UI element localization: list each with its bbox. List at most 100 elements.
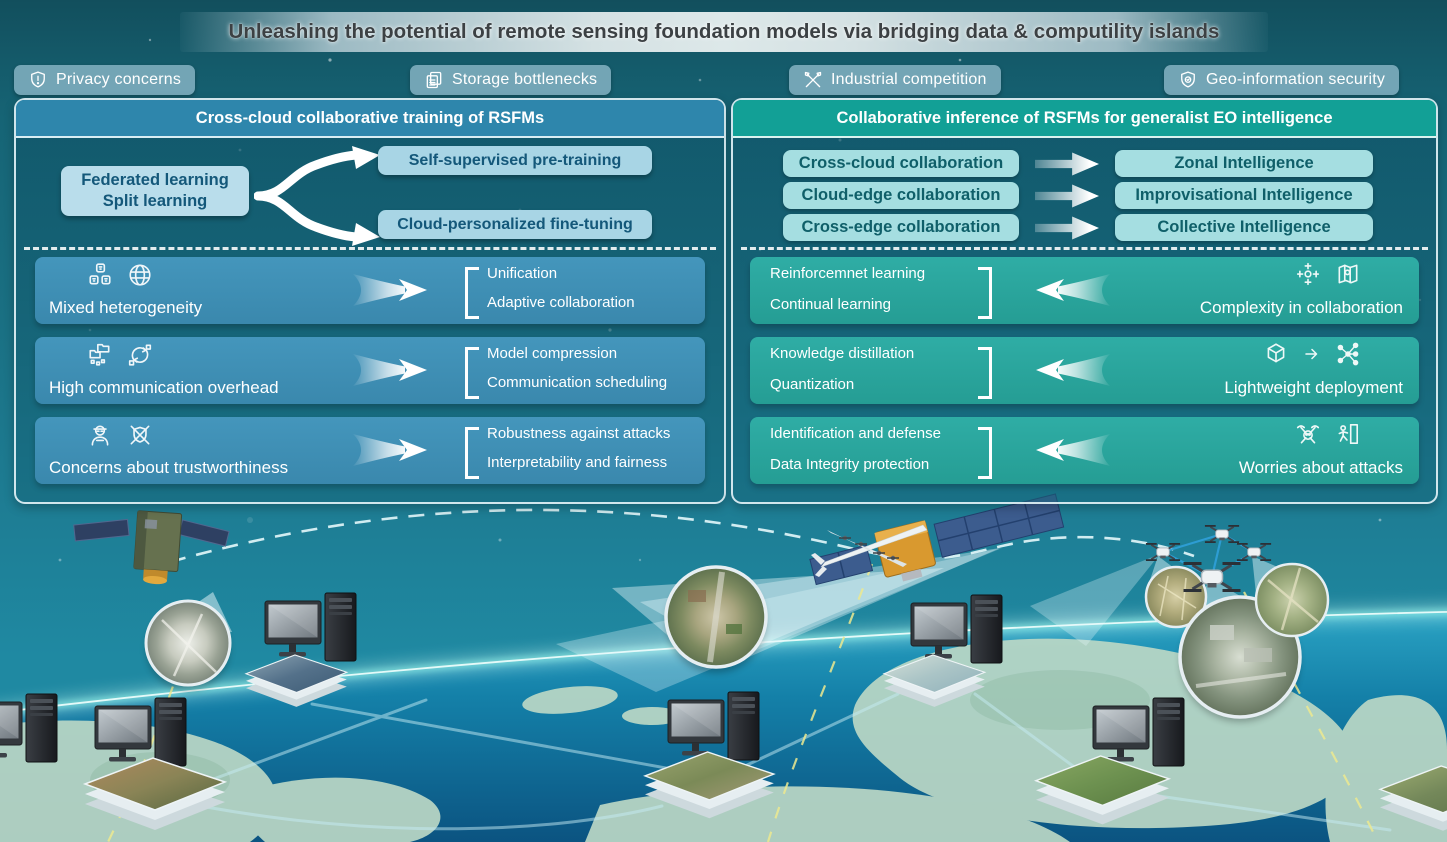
map-pin-icon [1338, 264, 1358, 284]
swoosh-arrow-right-icon [353, 354, 427, 386]
methods-line1: Federated learning [81, 170, 229, 189]
training-panel-title: Cross-cloud collaborative training of RS… [195, 108, 545, 127]
swoosh-arrow-right-icon [353, 274, 427, 306]
solution-item: Robustness against attacks [487, 425, 671, 442]
arrow-right-icon [1305, 348, 1318, 360]
shield-alert-icon [31, 71, 45, 88]
globe-icon [129, 264, 151, 286]
shield-swords-icon [130, 425, 150, 445]
swoosh-arrow-left-icon [1036, 274, 1110, 306]
sync-arrows-icon [128, 344, 152, 366]
bracket [978, 267, 992, 319]
document-copy-icon [426, 71, 442, 89]
solution-item: Identification and defense [770, 425, 941, 442]
challenge-pill-competition: Industrial competition [789, 65, 1001, 95]
image-stacks [82, 654, 1447, 831]
cube-icon [1267, 343, 1285, 363]
intelligence-pill: Zonal Intelligence [1115, 150, 1373, 177]
satellite-left-icon [73, 510, 230, 585]
challenge-pill-geo-security: Geo-information security [1164, 65, 1400, 95]
challenge-row-deployment: Knowledge distillation Quantization [750, 337, 1419, 404]
solution-item: Data Integrity protection [770, 456, 930, 473]
inference-panel-title: Collaborative inference of RSFMs for gen… [836, 108, 1333, 127]
dashed-separator [741, 247, 1428, 250]
swoosh-arrow-left-icon [1036, 434, 1110, 466]
methods-box: Federated learning Split learning [61, 166, 249, 216]
solution-item: Model compression [487, 345, 618, 362]
inference-panel-header: Collaborative inference of RSFMs for gen… [733, 100, 1436, 138]
solution-item: Continual learning [770, 296, 891, 313]
bracket [978, 427, 992, 479]
satellite-orange-icon [809, 493, 1065, 586]
row-label: Worries about attacks [1238, 458, 1403, 477]
title-bar: Unleashing the potential of remote sensi… [180, 12, 1268, 52]
block-arrow-icon [1035, 216, 1099, 240]
finetuning-label: Cloud-personalized fine-tuning [397, 215, 633, 233]
collab-mode-pill: Cross-cloud collaboration [783, 150, 1019, 177]
collab-mode-pill: Cross-edge collaboration [783, 214, 1019, 241]
challenge-label: Storage bottlenecks [452, 71, 598, 88]
methods-line2: Split learning [102, 192, 208, 210]
dashed-separator [24, 247, 716, 250]
intruder-door-icon [1338, 423, 1359, 445]
row-label: High communication overhead [49, 378, 279, 397]
block-arrow-icon [1035, 184, 1099, 208]
attack-drone-icon [1296, 425, 1320, 444]
bracket [465, 347, 479, 399]
challenge-row-attacks: Identification and defense Data Integrit… [750, 417, 1419, 484]
challenge-row-heterogeneity: Mixed heterogeneity Unification Adaptive… [35, 257, 705, 324]
solution-item: Interpretability and fairness [487, 454, 668, 471]
branch-arrow-icon [254, 146, 380, 246]
solution-item: Quantization [770, 376, 855, 393]
solution-item: Reinforcemnet learning [770, 265, 926, 282]
network-icon [1337, 342, 1359, 366]
challenge-row-communication: High communication overhead Model compre… [35, 337, 705, 404]
folders-icon [89, 343, 110, 366]
drone-swarm [1145, 525, 1272, 592]
bracket [465, 427, 479, 479]
solution-item: Unification [487, 265, 558, 282]
challenge-label: Geo-information security [1206, 71, 1386, 88]
challenge-row-collaboration: Reinforcemnet learning Continual learnin… [750, 257, 1419, 324]
solution-item: Knowledge distillation [770, 345, 915, 362]
collab-mode-pill: Cloud-edge collaboration [783, 182, 1019, 209]
row-label: Complexity in collaboration [1199, 298, 1403, 317]
finetuning-box: Cloud-personalized fine-tuning [378, 210, 652, 239]
inference-panel: Collaborative inference of RSFMs for gen… [731, 98, 1438, 504]
bracket [465, 267, 479, 319]
training-panel: Cross-cloud collaborative training of RS… [14, 98, 726, 504]
intelligence-label: Zonal Intelligence [1174, 154, 1314, 172]
challenge-pill-storage: Storage bottlenecks [410, 65, 612, 95]
challenge-row-trustworthiness: Concerns about trustworthiness Robustnes… [35, 417, 705, 484]
block-arrow-icon [1035, 152, 1099, 176]
row-label: Lightweight deployment [1224, 378, 1403, 397]
collab-mode-label: Cross-cloud collaboration [798, 154, 1004, 172]
bracket [978, 347, 992, 399]
swoosh-arrow-right-icon [353, 434, 427, 466]
intelligence-pill: Improvisational Intelligence [1115, 182, 1373, 209]
collab-mode-label: Cloud-edge collaboration [801, 186, 1001, 204]
data-types-icon [89, 263, 111, 285]
collaboration-hands-icon [1296, 262, 1320, 286]
crossed-tools-icon [804, 71, 822, 88]
solution-item: Adaptive collaboration [487, 294, 635, 311]
row-label: Concerns about trustworthiness [49, 458, 289, 477]
row-label: Mixed heterogeneity [49, 298, 203, 317]
attacker-icon [91, 425, 109, 446]
page-title: Unleashing the potential of remote sensi… [228, 20, 1220, 43]
intelligence-label: Collective Intelligence [1157, 218, 1331, 236]
solution-item: Communication scheduling [487, 374, 668, 391]
intelligence-pill: Collective Intelligence [1115, 214, 1373, 241]
pretraining-label: Self-supervised pre-training [408, 151, 622, 169]
training-panel-header: Cross-cloud collaborative training of RS… [16, 100, 724, 138]
intelligence-label: Improvisational Intelligence [1135, 186, 1353, 204]
challenge-label: Industrial competition [831, 71, 987, 88]
challenge-pill-privacy: Privacy concerns [14, 65, 196, 95]
collab-mode-label: Cross-edge collaboration [801, 218, 1001, 236]
shield-badge-icon [1181, 71, 1195, 88]
orbit-dashed-path [169, 508, 1195, 564]
aerial-image-insets [144, 562, 1330, 722]
uav-plane-icon [811, 524, 928, 577]
pretraining-box: Self-supervised pre-training [378, 146, 652, 175]
